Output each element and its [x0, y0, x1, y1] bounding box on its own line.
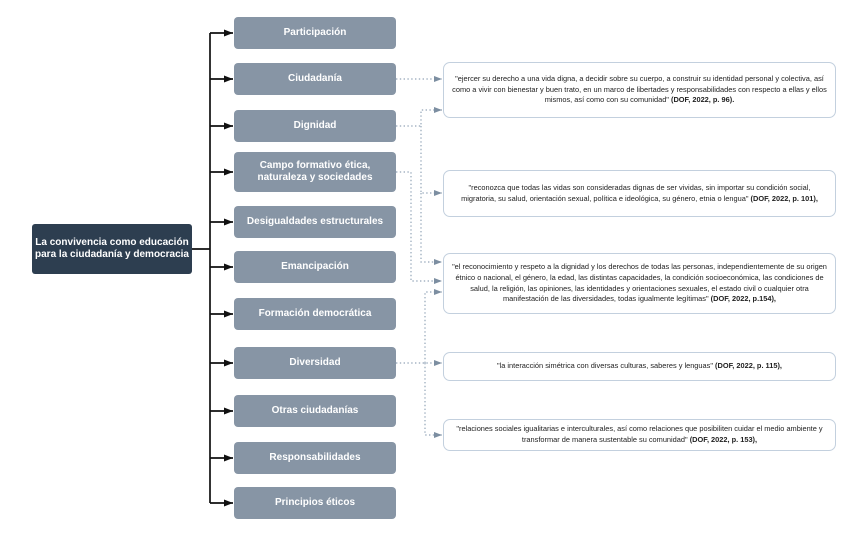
concept-box-ciudadania[interactable]: Ciudadanía	[234, 63, 396, 95]
quote-citation: (DOF, 2022, p.154),	[710, 294, 776, 304]
quote-card-q5[interactable]: "relaciones sociales igualitarias e inte…	[443, 419, 836, 451]
quote-card-q2[interactable]: "reconozca que todas las vidas son consi…	[443, 170, 836, 217]
quote-body: "ejercer su derecho a una vida digna, a …	[452, 74, 827, 105]
concept-label: Diversidad	[289, 357, 341, 368]
concept-box-formacion[interactable]: Formación democrática	[234, 298, 396, 330]
concept-label: Desigualdades estructurales	[246, 216, 384, 227]
concept-label: Responsabilidades	[269, 452, 361, 463]
concept-box-dignidad[interactable]: Dignidad	[234, 110, 396, 142]
quote-body: "reconozca que todas las vidas son consi…	[461, 182, 811, 203]
concept-box-participacion[interactable]: Participación	[234, 17, 396, 49]
quote-paragraph: "ejercer su derecho a una vida digna, a …	[452, 74, 827, 106]
concept-box-campo-formativo[interactable]: Campo formativo ética, naturaleza y soci…	[234, 152, 396, 192]
concept-label: Dignidad	[293, 120, 337, 131]
concept-box-desigualdades[interactable]: Desigualdades estructurales	[234, 206, 396, 238]
quote-paragraph: "reconozca que todas las vidas son consi…	[452, 183, 827, 204]
root-node[interactable]: La convivencia como educación para la ci…	[32, 224, 192, 274]
concept-label: Ciudadanía	[288, 73, 342, 84]
quote-body: "relaciones sociales igualitarias e inte…	[456, 424, 823, 444]
quote-citation: (DOF, 2022, p. 101),	[750, 193, 818, 203]
quote-paragraph: "la interacción simétrica con diversas c…	[497, 361, 782, 372]
quote-body: "la interacción simétrica con diversas c…	[496, 361, 713, 371]
quote-paragraph: "el reconocimiento y respeto a la dignid…	[452, 262, 827, 304]
quote-card-q4[interactable]: "la interacción simétrica con diversas c…	[443, 352, 836, 381]
quote-card-q3[interactable]: "el reconocimiento y respeto a la dignid…	[443, 253, 836, 314]
quote-body: "el reconocimiento y respeto a la dignid…	[452, 262, 827, 304]
quote-citation: (DOF, 2022, p. 115),	[715, 361, 782, 371]
concept-label: Participación	[283, 27, 347, 38]
concept-box-principios[interactable]: Principios éticos	[234, 487, 396, 519]
concept-label: Principios éticos	[274, 497, 356, 508]
concept-box-emancipacion[interactable]: Emancipación	[234, 251, 396, 283]
concept-label: Formación democrática	[258, 308, 372, 319]
quote-card-q1[interactable]: "ejercer su derecho a una vida digna, a …	[443, 62, 836, 118]
root-node-label: La convivencia como educación para la ci…	[35, 236, 189, 261]
concept-label: Campo formativo ética, naturaleza y soci…	[257, 160, 373, 183]
quote-citation: (DOF, 2022, p. 96).	[671, 95, 735, 105]
quote-paragraph: "relaciones sociales igualitarias e inte…	[452, 424, 827, 445]
concept-box-responsabilidades[interactable]: Responsabilidades	[234, 442, 396, 474]
quote-citation: (DOF, 2022, p. 153),	[689, 435, 758, 444]
concept-label: Otras ciudadanías	[271, 405, 359, 416]
concept-label: Emancipación	[281, 261, 349, 272]
concept-box-otras-ciudadanias[interactable]: Otras ciudadanías	[234, 395, 396, 427]
concept-box-diversidad[interactable]: Diversidad	[234, 347, 396, 379]
